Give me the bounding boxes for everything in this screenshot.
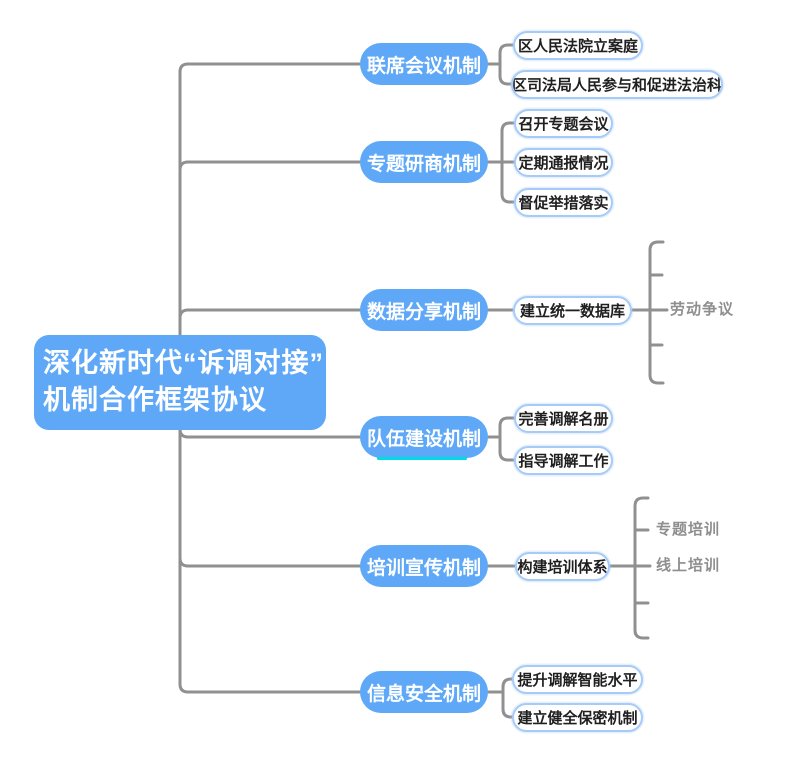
branch-label: 信息安全机制	[366, 683, 481, 705]
branch-label: 培训宣传机制	[366, 557, 481, 579]
branch-node-joint-meeting[interactable]: 联席会议机制	[360, 43, 488, 85]
leaf-node[interactable]: 督促举措落实	[514, 188, 613, 217]
branch-label: 队伍建设机制	[366, 428, 481, 450]
branch-elbow-6	[178, 682, 364, 694]
branch-node-team-building[interactable]: 队伍建设机制	[360, 416, 488, 458]
leaf-label: 督促举措落实	[518, 195, 609, 212]
branch-label: 专题研商机制	[366, 153, 481, 175]
branch-node-data-sharing[interactable]: 数据分享机制	[360, 289, 488, 331]
leaf-node[interactable]: 定期通报情况	[514, 148, 613, 177]
leaf-label: 提升调解智能水平	[517, 672, 638, 689]
leaf-node[interactable]: 建立统一数据库	[513, 296, 632, 325]
leaf-label: 区人民法院立案庭	[517, 38, 638, 55]
leaf-node[interactable]: 指导调解工作	[514, 446, 613, 475]
insertion-indicator	[377, 457, 467, 460]
ghost-node-label: 专题培训	[656, 521, 721, 538]
ghost-node-label: 劳动争议	[670, 301, 735, 318]
leaf-connector-b2	[486, 121, 517, 204]
branch-elbow-3	[178, 308, 364, 320]
leaf-connector-b6	[486, 677, 515, 719]
leaf-node[interactable]: 提升调解智能水平	[512, 665, 643, 694]
branch-node-training-promo[interactable]: 培训宣传机制	[360, 545, 488, 587]
branch-label: 联席会议机制	[366, 55, 481, 77]
branch-elbow-2	[178, 160, 364, 172]
leaf-label: 完善调解名册	[518, 411, 609, 428]
leaf-label: 区司法局人民参与和促进法治科	[512, 77, 723, 94]
branch-label: 数据分享机制	[366, 301, 481, 323]
leaf-connector-b4	[486, 416, 517, 462]
leaf-label: 构建培训体系	[517, 559, 608, 576]
collapsed-bracket-b5	[607, 496, 652, 640]
leaf-label: 建立统一数据库	[519, 303, 625, 320]
leaf-node[interactable]: 召开专题会议	[514, 109, 613, 138]
leaf-node[interactable]: 区人民法院立案庭	[513, 31, 643, 60]
root-node-label-line1: 深化新时代“诉调对接”	[43, 348, 324, 378]
branch-elbow-1	[178, 62, 364, 74]
ghost-node-label: 线上培训	[656, 557, 721, 574]
leaf-label: 召开专题会议	[518, 116, 609, 133]
leaf-node[interactable]: 完善调解名册	[514, 404, 613, 433]
leaf-label: 指导调解工作	[518, 453, 609, 470]
leaf-node[interactable]: 区司法局人民参与和促进法治科	[511, 70, 723, 99]
branch-elbow-5	[178, 556, 364, 568]
leaf-node[interactable]: 建立健全保密机制	[512, 703, 643, 732]
leaf-connector-b1	[486, 43, 516, 86]
leaf-label: 建立健全保密机制	[517, 710, 638, 727]
root-node[interactable]: 深化新时代“诉调对接” 机制合作框架协议	[34, 335, 326, 430]
branch-node-special-study[interactable]: 专题研商机制	[360, 141, 488, 183]
branch-elbow-4	[178, 427, 364, 439]
root-node-label-line2: 机制合作框架协议	[43, 385, 267, 415]
branch-node-info-security[interactable]: 信息安全机制	[360, 671, 488, 713]
collapsed-bracket-b3	[630, 240, 669, 385]
leaf-node[interactable]: 构建培训体系	[515, 552, 610, 581]
leaf-label: 定期通报情况	[518, 155, 609, 172]
